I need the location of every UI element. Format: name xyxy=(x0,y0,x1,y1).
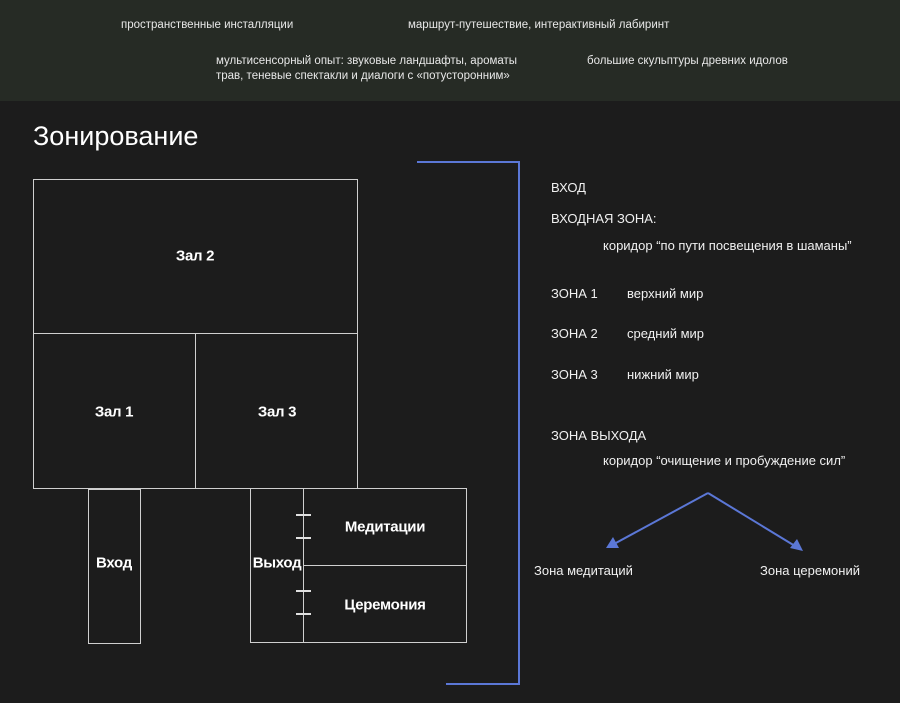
door-meditation-bottom xyxy=(296,537,311,539)
feature-route: маршрут-путешествие, интерактивный лабир… xyxy=(408,19,670,31)
entry-zone-desc: коридор “по пути посвещения в шаманы” xyxy=(603,238,852,253)
arrow-left-line xyxy=(613,492,709,545)
entrance-heading: ВХОД xyxy=(551,180,586,195)
ceremony-label: Церемония xyxy=(344,596,426,614)
entrance-room xyxy=(88,489,141,644)
zone2-label: ЗОНА 2 xyxy=(551,326,598,341)
feature-multisensory-line2: трав, теневые спектакли и диалоги с «пот… xyxy=(216,70,510,82)
meditation-label: Медитации xyxy=(344,518,426,536)
feature-sculptures: большие скульптуры древних идолов xyxy=(587,55,788,67)
entry-zone-heading: ВХОДНАЯ ЗОНА: xyxy=(551,211,657,226)
ceremony-zone-label: Зона церемоний xyxy=(760,563,860,578)
hall-1-label: Зал 1 xyxy=(94,403,134,421)
zone3-label: ЗОНА 3 xyxy=(551,367,598,382)
arrow-left-head xyxy=(606,537,619,548)
arrow-right-line xyxy=(707,492,796,547)
feature-installations: пространственные инсталляции xyxy=(121,19,294,31)
zone2-desc: средний мир xyxy=(627,326,705,341)
features-band: пространственные инсталляции маршрут-пут… xyxy=(0,0,900,101)
door-ceremony-top xyxy=(296,590,311,592)
zone-bracket xyxy=(417,161,520,685)
exit-zone-heading: ЗОНА ВЫХОДА xyxy=(551,428,647,443)
meditation-zone-label: Зона медитаций xyxy=(534,563,633,578)
ceremony-room xyxy=(303,565,467,643)
zone1-label: ЗОНА 1 xyxy=(551,286,598,301)
hall-3-label: Зал 3 xyxy=(257,403,297,421)
zone3-desc: нижний мир xyxy=(627,367,699,382)
exit-zone-desc: коридор “очищение и пробуждение сил” xyxy=(603,453,846,468)
section-title: Зонирование xyxy=(33,121,199,151)
hall-2-label: Зал 2 xyxy=(175,247,215,265)
arrow-right-head xyxy=(790,539,803,551)
door-meditation-top xyxy=(296,514,311,516)
zone1-desc: верхний мир xyxy=(627,286,704,301)
feature-multisensory-line1: мультисенсорный опыт: звуковые ландшафты… xyxy=(216,55,518,67)
entrance-label: Вход xyxy=(96,554,132,572)
door-ceremony-bottom xyxy=(296,613,311,615)
exit-label: Выход xyxy=(252,554,302,572)
